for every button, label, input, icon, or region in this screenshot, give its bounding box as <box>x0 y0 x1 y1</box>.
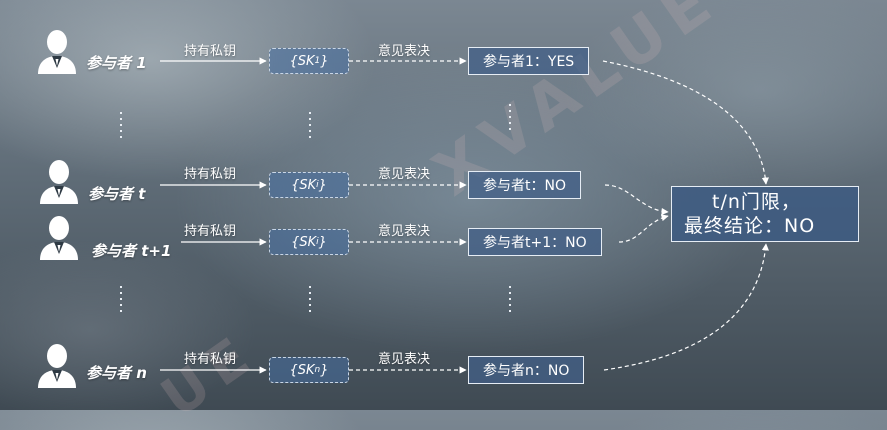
result-line-threshold: t/n门限， <box>712 191 801 213</box>
participant-name: 参与者 t <box>88 185 146 203</box>
person-icon <box>40 160 78 204</box>
participant-name: 参与者 t+1 <box>91 242 172 260</box>
curve-row-n <box>603 243 769 371</box>
vote-label: 意见表决 <box>378 352 431 367</box>
watermark-fragment: UE <box>150 320 269 430</box>
person-icon <box>38 344 76 388</box>
vote-result-box: 参与者t：NO <box>468 171 581 199</box>
ellipsis-col1-lower <box>119 286 123 316</box>
vote-result-box: 参与者n：NO <box>468 356 585 384</box>
ellipsis-col2-upper <box>308 112 312 142</box>
person-icon <box>40 216 78 260</box>
vote-label: 意见表决 <box>378 44 431 59</box>
vote-label: 意见表决 <box>378 224 431 239</box>
hold-key-label: 持有私钥 <box>184 44 237 59</box>
ellipsis-col2-lower <box>308 286 312 316</box>
vote-label: 意见表决 <box>378 167 431 182</box>
ellipsis-col3-upper <box>508 104 512 134</box>
hold-key-label: 持有私钥 <box>184 224 237 239</box>
curve-row-t1 <box>618 214 669 243</box>
hold-key-label: 持有私钥 <box>184 352 237 367</box>
ellipsis-col1-upper <box>119 112 123 142</box>
participant-name: 参与者 1 <box>86 54 147 72</box>
threshold-result-box: t/n门限， 最终结论：NO <box>671 186 859 242</box>
person-icon <box>38 30 76 74</box>
ellipsis-col3-lower <box>508 286 512 316</box>
curve-row-t <box>604 184 669 216</box>
vote-result-box: 参与者1：YES <box>468 47 590 75</box>
hold-key-label: 持有私钥 <box>184 167 237 182</box>
result-line-conclusion: 最终结论：NO <box>684 215 816 237</box>
vote-result-box: 参与者t+1：NO <box>468 228 602 256</box>
participant-name: 参与者 n <box>86 364 147 382</box>
